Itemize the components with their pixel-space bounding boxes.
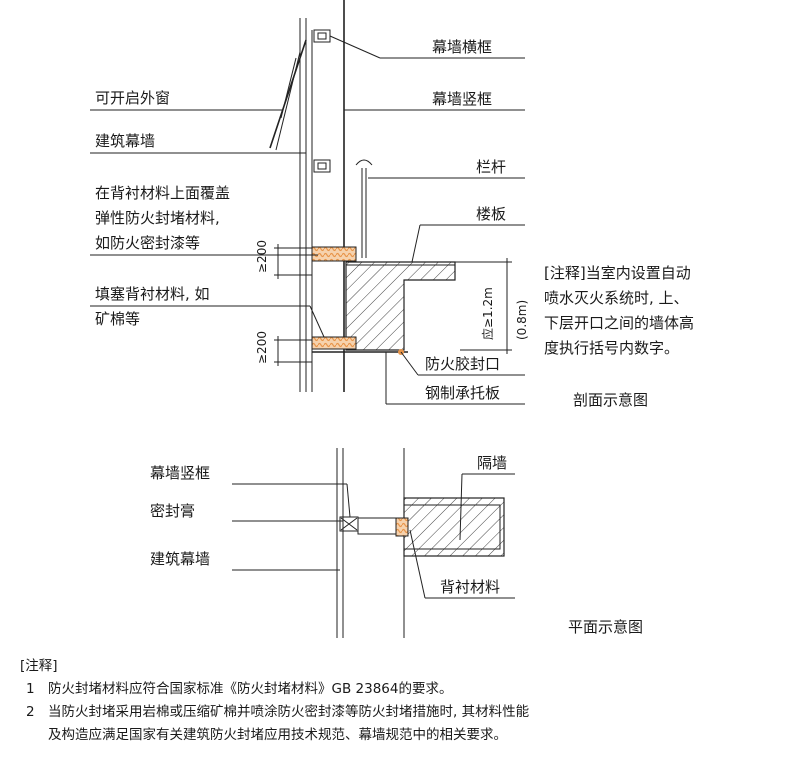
plan-mullion-box [357,517,401,535]
note-text-continuation: 及构造应满足国家有关建筑防火封堵应用技术规范、幕墙规范中的相关要求。 [48,727,507,743]
fire-seal-drawing: ≥200 ≥200 应≥1.2m (0.8m) [90,0,694,638]
transom-box-lower-inner [317,162,327,170]
section-note-line4: 度执行括号内数字。 [544,339,679,357]
section-note-line2: 喷水灭火系统时, 上、 [544,289,689,307]
dim-lower-text: ≥200 [255,331,269,364]
note-text: 防火封堵材料应符合国家标准《防火封堵材料》GB 23864的要求。 [48,681,453,697]
dim-height-text: 应≥1.2m [480,287,495,340]
dimension-upper: ≥200 [255,240,312,279]
plan-mullion-cross [340,517,358,531]
plan-leader-mullion-tail [346,483,351,518]
plan-view: 幕墙竖框 密封膏 建筑幕墙 隔墙 背衬材料 平面示意图 [150,448,643,638]
label-coating-line3: 如防火密封漆等 [95,234,200,252]
plan-leader-partition-tail [459,473,463,541]
plan-label-sealant: 密封膏 [150,502,195,520]
openable-window-sash-inner [275,51,301,151]
plan-title: 平面示意图 [568,618,643,636]
section-note-line1: [注释]当室内设置自动 [544,264,691,282]
plan-partition-wall [403,497,505,557]
note-number: 1 [26,681,35,697]
label-curtain-wall-mullion: 幕墙竖框 [432,90,492,108]
label-building-curtain-wall: 建筑幕墙 [95,132,155,150]
plan-leader-backing [409,529,426,599]
notes-section: [注释] 1 防火封堵材料应符合国家标准《防火封堵材料》GB 23864的要求。… [20,655,770,747]
label-curtain-wall-transom: 幕墙横框 [432,38,492,56]
label-coating-line2: 弹性防火封堵材料, [95,209,220,227]
plan-label-partition-wall: 隔墙 [477,454,507,472]
transom-box-lower [313,159,331,173]
section-note-line3: 下层开口之间的墙体高 [544,314,694,332]
floor-slab [345,261,456,351]
label-floor-slab: 楼板 [476,205,506,223]
notes-header: [注释] [20,658,58,674]
plan-label-mullion: 幕墙竖框 [150,464,210,482]
railing-top [355,159,373,166]
label-backing-line1: 填塞背衬材料, 如 [95,285,210,303]
note-text: 当防火封堵采用岩棉或压缩矿棉并喷涂防火密封漆等防火封堵措施时, 其材料性能 [48,704,530,720]
openable-window-sash [269,39,307,149]
section-title: 剖面示意图 [573,391,648,409]
note-item-2: 2 当防火封堵采用岩棉或压缩矿棉并喷涂防火密封漆等防火封堵措施时, 其材料性能 [20,701,770,724]
transom-box-upper-inner [317,32,327,40]
leaders-left [90,109,325,338]
section-view: ≥200 ≥200 应≥1.2m (0.8m) [90,0,694,409]
note-item-1: 1 防火封堵材料应符合国家标准《防火封堵材料》GB 23864的要求。 [20,678,770,701]
openable-window-detail [280,57,297,119]
label-fire-sealant: 防火胶封口 [425,355,500,373]
dim-upper-text: ≥200 [255,240,269,273]
label-coating-line1: 在背衬材料上面覆盖 [95,184,230,202]
dim-height-alt-text: (0.8m) [515,300,529,340]
label-backing-line2: 矿棉等 [95,310,140,328]
dimension-height: 应≥1.2m (0.8m) [455,258,529,354]
transom-box-upper [313,29,331,43]
plan-label-backing-material: 背衬材料 [440,578,500,596]
dimension-lower: ≥200 [255,331,312,366]
label-openable-window: 可开启外窗 [95,89,170,107]
plan-label-building-curtain-wall: 建筑幕墙 [150,550,210,568]
label-steel-plate: 钢制承托板 [425,384,500,402]
plan-backing-material [395,517,409,537]
insulation-bottom [311,336,357,350]
label-railing: 栏杆 [476,158,506,176]
insulation-top [311,246,357,262]
note-number: 2 [26,704,35,720]
leaders-right [329,35,525,405]
